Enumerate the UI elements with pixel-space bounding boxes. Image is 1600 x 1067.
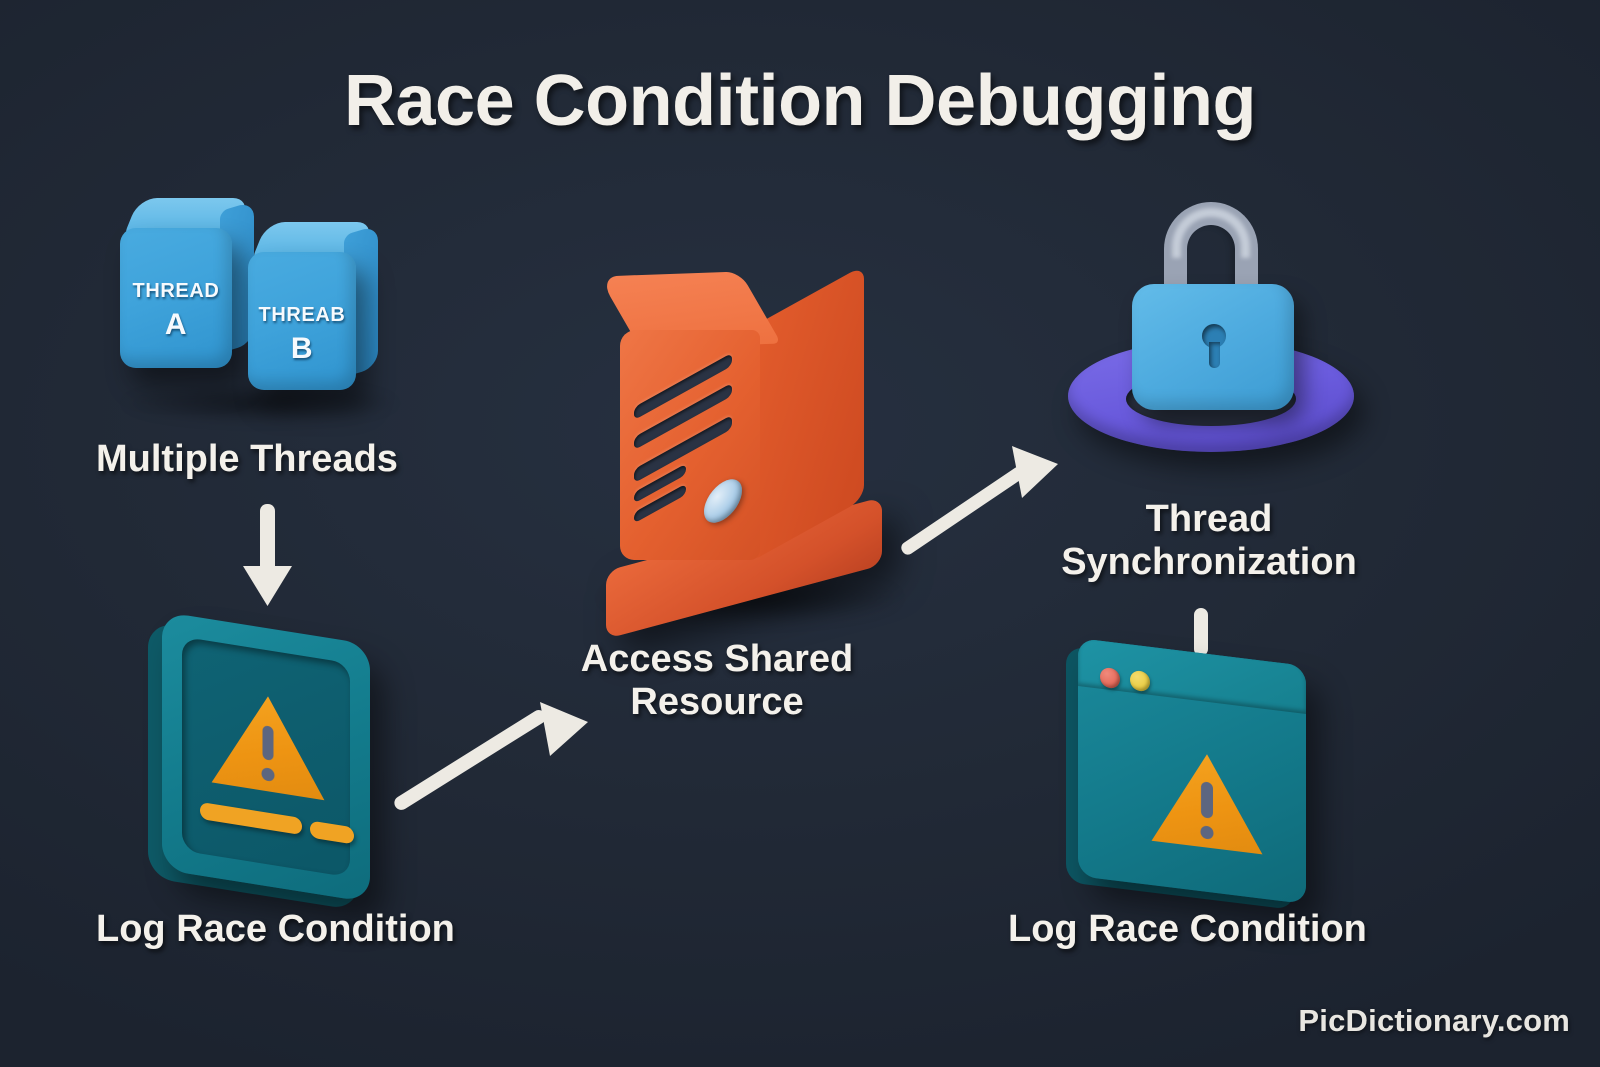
exclamation-dot xyxy=(262,767,275,782)
thread-cube-a-letter: A xyxy=(164,308,188,341)
arrow-log-to-server xyxy=(394,702,588,810)
cube-front-face xyxy=(120,228,232,368)
caption-access-shared-resource: Access Shared Resource xyxy=(580,638,854,723)
thread-cube-b-title: THREAB xyxy=(258,304,346,326)
page-title: Race Condition Debugging xyxy=(344,61,1256,141)
caption-log-race-condition-right: Log Race Condition xyxy=(1008,908,1367,950)
caption-multiple-threads: Multiple Threads xyxy=(96,438,398,480)
caption-log-race-condition-left: Log Race Condition xyxy=(96,908,455,950)
thread-cube-a-label: THREAD A xyxy=(120,280,232,342)
thread-cube-b-letter: B xyxy=(290,332,314,365)
thread-cube-a-title: THREAD xyxy=(132,280,220,302)
lock-keyhole xyxy=(1202,324,1226,368)
exclamation-dot xyxy=(1201,825,1214,840)
server-icon xyxy=(598,264,900,639)
lock-shackle-highlight xyxy=(1172,208,1250,258)
exclamation-bar xyxy=(263,725,274,761)
warning-panel-icon xyxy=(148,611,386,911)
warning-window-icon xyxy=(1066,638,1316,910)
line-sync-to-log xyxy=(1194,608,1208,656)
cube-front-face xyxy=(248,252,356,390)
arrow-threads-to-log xyxy=(243,504,292,606)
padlock-icon xyxy=(1060,196,1360,466)
caption-thread-synchronization: Thread Synchronization xyxy=(1061,498,1357,583)
watermark: PicDictionary.com xyxy=(1298,1003,1570,1038)
arrow-server-to-lock xyxy=(901,446,1058,555)
exclamation-bar xyxy=(1201,781,1213,818)
thread-cube-b-label: THREAB B xyxy=(248,304,356,366)
